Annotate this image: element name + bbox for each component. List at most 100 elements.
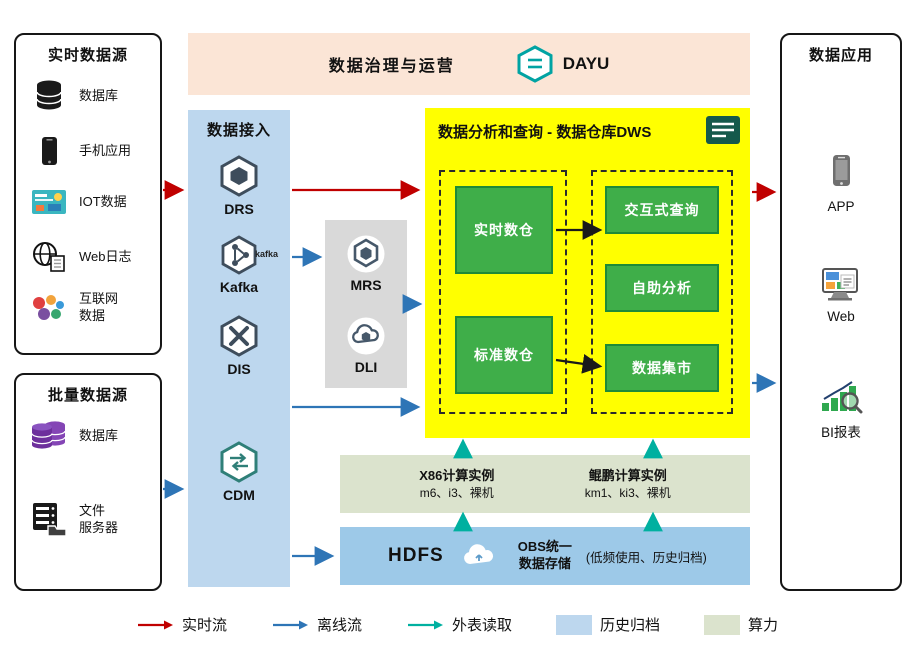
kafka-hexagon-icon [221, 235, 257, 275]
compute-sub: m6、i3、裸机 [419, 485, 494, 500]
legend-label: 离线流 [316, 617, 362, 634]
legend-label: 实时流 [181, 617, 227, 634]
services-group [591, 170, 733, 414]
processing-item-dli: DLI [325, 316, 407, 375]
obs-label: OBS统一 数据存储 [517, 539, 572, 571]
realtime-sources-panel: 实时数据源 数据库 手机应用 [14, 33, 162, 355]
interactive-query-box: 交互式查询 [605, 186, 719, 234]
batch-sources-panel: 批量数据源 数据库 [14, 373, 162, 591]
mrs-hexagon-icon [347, 235, 385, 273]
box-label: 自助分析 [632, 280, 692, 296]
obs-cloud-icon [458, 539, 504, 574]
dayu-label: DAYU [562, 54, 610, 73]
cdm-hexagon-icon [220, 441, 258, 483]
list-item: 数据库 [28, 417, 118, 455]
source-label: IOT数据 [79, 193, 127, 209]
legend-item-external: 外表读取 [406, 614, 512, 635]
app-item: Web [782, 267, 900, 324]
legend-item-offline: 离线流 [271, 614, 362, 635]
legend-item-compute: 算力 [704, 614, 778, 635]
source-label: 互联网 数据 [79, 291, 119, 323]
globe-document-icon [28, 241, 70, 273]
box-label: 数据集市 [632, 360, 692, 376]
data-mart-box: 数据集市 [605, 344, 719, 392]
compute-swatch [704, 614, 741, 635]
database-icon [28, 79, 70, 113]
source-label: 数据库 [79, 427, 119, 443]
dayu-icon [517, 45, 553, 83]
legend-item-realtime: 实时流 [136, 614, 227, 635]
obs-note: (低频使用、历史归档) [585, 550, 707, 565]
panel-title: 批量数据源 [47, 387, 128, 404]
self-service-analysis-box: 自助分析 [605, 264, 719, 312]
x86-compute: X86计算实例 m6、i3、裸机 [419, 467, 494, 502]
list-item: 互联网 数据 [28, 291, 118, 325]
dayu-product: DAYU [515, 45, 610, 83]
service-label: CDM [223, 487, 255, 503]
app-item: APP [782, 153, 900, 214]
legend-label: 历史归档 [600, 617, 661, 634]
dli-cloud-icon [347, 317, 385, 355]
service-label: DLI [354, 359, 378, 375]
hdfs-label: HDFS [388, 545, 444, 566]
bi-chart-icon [822, 381, 863, 414]
dws-panel: 数据分析和查询 - 数据仓库DWS 实时数仓 标准数仓 交互式查询 自助分析 数… [425, 108, 750, 438]
ingestion-item-dis: DIS [188, 314, 290, 377]
panel-title: 实时数据源 [47, 47, 128, 64]
list-item: 文件 服务器 [28, 501, 118, 538]
applications-panel: 数据应用 APP Web [780, 33, 902, 591]
smartphone-icon [28, 135, 70, 167]
processing-item-mrs: MRS [325, 234, 407, 293]
source-label: Web日志 [79, 248, 132, 264]
processing-panel: MRS DLI [325, 220, 407, 388]
realtime-flow-arrow-icon [137, 620, 173, 629]
service-label: MRS [350, 277, 382, 293]
compute-title: 鲲鹏计算实例 [588, 467, 667, 483]
source-label: 数据库 [79, 87, 119, 103]
panel-title: 数据接入 [206, 122, 271, 139]
list-item: 数据库 [28, 79, 118, 113]
app-label: Web [827, 309, 855, 324]
service-label: DIS [227, 361, 251, 377]
browser-icon [822, 268, 858, 301]
standard-warehouse-box: 标准数仓 [455, 316, 553, 394]
kafka-wordmark: kafka [255, 249, 279, 259]
box-label: 实时数仓 [474, 222, 534, 238]
list-item: Web日志 [28, 241, 132, 273]
ingestion-item-cdm: CDM [188, 440, 290, 503]
archive-swatch [556, 614, 592, 635]
service-label: DRS [224, 201, 254, 217]
legend-label: 外表读取 [451, 617, 512, 634]
external-read-arrow-icon [407, 620, 443, 629]
governance-banner: 数据治理与运营 DAYU [188, 33, 750, 95]
panel-title: 数据应用 [808, 47, 873, 64]
warehouse-group [439, 170, 567, 414]
app-label: BI报表 [821, 425, 861, 440]
legend: 实时流 离线流 外表读取 历史归档 算力 [0, 614, 914, 635]
realtime-warehouse-box: 实时数仓 [455, 186, 553, 274]
dis-hexagon-icon [220, 315, 258, 357]
compute-instances-bar: X86计算实例 m6、i3、裸机 鲲鹏计算实例 km1、ki3、裸机 [340, 455, 750, 513]
banner-title: 数据治理与运营 [328, 58, 455, 75]
source-label: 手机应用 [79, 142, 132, 158]
internet-data-icon [28, 293, 70, 323]
list-item: 手机应用 [28, 135, 131, 167]
storage-bar: HDFS OBS统一 数据存储 (低频使用、历史归档) [340, 527, 750, 585]
compute-sub: km1、ki3、裸机 [584, 485, 671, 500]
app-label: APP [827, 199, 855, 214]
service-label: Kafka [219, 279, 259, 295]
offline-flow-arrow-icon [272, 620, 308, 629]
kunpeng-compute: 鲲鹏计算实例 km1、ki3、裸机 [585, 467, 671, 502]
box-label: 交互式查询 [624, 202, 700, 218]
legend-label: 算力 [748, 617, 779, 634]
iot-icon [28, 189, 70, 215]
data-ingestion-panel: 数据接入 DRS kafka Kafka [188, 110, 290, 587]
compute-title: X86计算实例 [419, 467, 495, 483]
file-server-icon [28, 501, 70, 538]
dws-title: 数据分析和查询 - 数据仓库DWS [438, 124, 652, 141]
drs-hexagon-icon [220, 155, 258, 197]
ingestion-item-kafka: kafka Kafka [188, 234, 290, 295]
smartphone-icon [833, 155, 850, 186]
legend-item-archive: 历史归档 [556, 614, 660, 635]
